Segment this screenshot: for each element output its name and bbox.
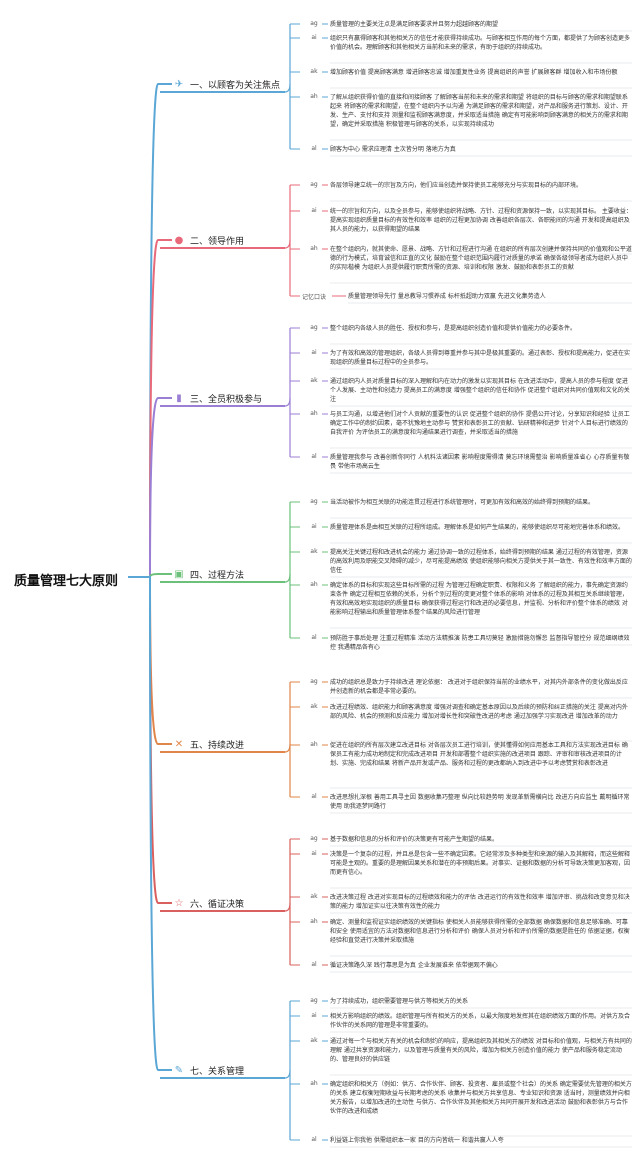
item-text: 各层领导建立统一的宗旨及方向，他们应当创造并保持使员工能够充分与实现目标的内部环… [330,182,583,189]
branch-title: 一、以顾客为关注焦点 [190,80,281,91]
branch-5: ✕ 五、持续改进 [172,737,282,751]
branch-title: 七、关系管理 [190,1066,245,1077]
item-tag: ah [310,410,318,417]
bracket-connector [284,902,291,912]
film-icon: ▣ [174,568,184,580]
item-tag: ak [310,703,318,710]
edit-icon: ✎ [174,1064,184,1076]
bracket-connector [284,1069,291,1079]
item-text: 为了有效和高效的管理组织，各级人员得到尊重并参与其中是极其重要的。通过表彰、授权… [330,350,631,366]
paper-plane-icon: ✈ [174,78,184,90]
item-text: 循证决策路久深 践行靠思是为真 企业发展谁来 依带据观不偏心 [330,962,498,969]
item-text: 质量管理的主要关注点是满足顾客要求并且努力超越顾客的期望 [330,21,499,28]
item-tag: ak [310,548,318,555]
item-tag: ah [310,245,318,252]
item-text: 增加顾客价值 提高顾客满意 增进顾客忠诚 增加重复性业务 提高组织的声誉 扩展顾… [330,69,618,76]
item-tag: ai [311,34,317,41]
item-tag: ag [310,835,318,842]
item-tag: ak [310,1037,318,1044]
root-connector [128,397,172,578]
item-text: 预防胜于事后处理 注重过程精准 活动方法精推演 防患工具切莫轻 激励措施勿懈怠 … [330,635,630,651]
branch-7: ✎ 七、关系管理 [172,1063,282,1077]
item-text: 组织只有赢得顾客和其他相关方的信任才能获得持续成功。与顾客相互作用的每个方面，都… [330,35,631,51]
lightbulb-icon: ● [174,234,184,246]
item-text: 通过组织内人员对质量目标的深入理解和内在动力的激发以实现其目标 在改进活动中，提… [330,378,630,403]
item-tag: ag [310,498,318,505]
item-tag: al [311,961,317,968]
item-text: 基于数据和信息的分析和评价的决策更有可能产生期望的结果。 [330,836,499,843]
item-tag: ag [310,181,318,188]
item-text: 与员工沟通，以增进他们对个人贡献的重要性的认识 促进整个组织的协作 提倡公开讨论… [330,411,630,436]
branch-title: 三、全员积极参与 [190,394,263,405]
item-tag: ag [310,997,318,1004]
item-text: 了解从组织获得价值的直接和间接顾客 了解顾客当前和未来的需求和期望 将组织的目标… [330,94,628,128]
flag-icon: ▮ [176,392,182,404]
item-text: 顾客为中心 需求应理清 主次皆分明 落地方为真 [330,146,456,153]
item-tag: ai [311,523,317,530]
branch-title: 二、领导作用 [190,236,245,247]
item-tag: al [311,145,317,152]
item-text: 确定组织和相关方（例如：供方、合作伙伴、顾客、投资者、雇员或整个社会）的关系 确… [330,1081,632,1115]
item-text: 当活动被作为相互关联的功能连贯过程进行系统管理时，可更加有效和高效的始终得到预期… [330,499,595,506]
branch-1: ✈ 一、以顾客为关注焦点 [172,77,282,91]
item-tag: ai [311,349,317,356]
branch-title: 五、持续改进 [190,740,245,751]
tools-icon: ✕ [174,738,184,750]
item-text: 成功的组织总是致力于持续改进 理论依据： 改进对于组织保持当前的业绩水平，对其内… [330,679,628,695]
item-text: 通过对每一个与相关方有关的机会和制约的响应，提高组织及其相关方的绩效 对目标和价… [330,1038,632,1063]
item-tag: al [311,453,317,460]
item-tag: ag [310,324,318,331]
item-text: 在整个组织内，就其使命、愿景、战略、方针和过程进行沟通 在组织的所有层次创建并保… [330,246,632,271]
item-tag: ak [310,377,318,384]
item-text: 改进过程绩效、组织能力和顾客满意度 增强对调查和确定基本原因以及后续的预防和纠正… [330,704,628,720]
item-tag: al [311,1136,317,1143]
bracket-connector [284,397,291,407]
item-text: 改进思想扎深根 善用工具寻主因 数据收集巧整理 纵向比较趋势明 发现革新需横向比… [330,794,630,810]
branch-3: ▮ 三、全员积极参与 [172,391,282,405]
item-tag: ah [310,918,318,925]
bracket-connector [284,239,291,249]
item-text: 利益链上你我他 供需组织本一家 目的方向皆统一 和谐共赢人人夸 [330,1137,504,1144]
branch-2: ● 二、领导作用 [172,233,282,247]
item-tag: ag [310,20,318,27]
item-tag: ah [310,93,318,100]
item-text: 确定体系的目标和实现这些目标所需的过程 为管理过程确定职责、权限和义务 了解组织… [330,582,628,616]
bracket-connector [284,83,291,93]
item-text: 整个组织内各级人员的胜任、授权和参与，是提高组织创造价值和提供价值能力的必要条件… [330,325,577,332]
branch-title: 四、过程方法 [190,570,245,581]
bracket-connector [284,743,291,753]
item-text: 相关方影响组织的绩效。组织管理与所有相关方的关系，以最大限度地发挥其在组织绩效方… [330,1013,631,1029]
star-icon: ☆ [174,897,184,909]
item-tag: ai [311,207,317,214]
item-text: 统一的宗旨和方向，以及全员参与，能够使组织将战略、方针、过程和资源保持一致，以实… [330,208,632,233]
root-title: 质量管理七大原则 [14,574,119,589]
item-tag: ai [311,1012,317,1019]
item-text: 改进决策过程 改进对实现目标的过程绩效和能力的评估 改进运行的有效性和效率 增加… [330,894,630,910]
item-tag: 记忆口诀 [301,294,326,301]
branch-6: ☆ 六、循证决策 [172,896,282,910]
branch-title: 六、循证决策 [190,899,245,910]
item-tag: ah [310,581,318,588]
item-text: 质量管理体系是由相互关联的过程所组成。理解体系是如何产生结果的，能够使组织尽可能… [330,524,625,531]
item-text: 为了持续成功，组织需要管理与供方等相关方的关系 [330,998,469,1005]
item-text: 质量管理领导先行 量总教导习惯养成 标杆抵超助力双赢 先进文化集势造人 [348,293,546,300]
item-tag: ah [310,1080,318,1087]
root-connector [128,576,172,1071]
item-text: 促进在组织的所有层次建立改进目标 对各层次员工进行培训，使其懂得如何应用基本工具… [330,742,628,767]
item-tag: ah [310,741,318,748]
item-tag: ai [311,850,317,857]
item-text: 确定、测量和监视证实组织绩效的关键指标 使相关人员能够获得所需的全部数据 确保数… [330,919,630,944]
item-text: 质量管理我参与 改善创新你同行 人机料法诸因素 影响程度需得清 莫忘环境需整治 … [330,454,630,470]
item-text: 提高关注关键过程和改进机会的能力 通过协调一致的过程体系，始终得到预期的结果 通… [330,549,632,574]
item-text: 决策是一个复杂的过程，并且总是包含一些不确定因素。它经常涉及多种类型和来源的输入… [330,851,631,876]
item-tag: ak [310,68,318,75]
item-tag: al [311,634,317,641]
item-tag: al [311,793,317,800]
branch-4: ▣ 四、过程方法 [172,567,282,581]
bracket-connector [284,573,291,583]
item-tag: ag [310,678,318,685]
item-tag: ak [310,893,318,900]
